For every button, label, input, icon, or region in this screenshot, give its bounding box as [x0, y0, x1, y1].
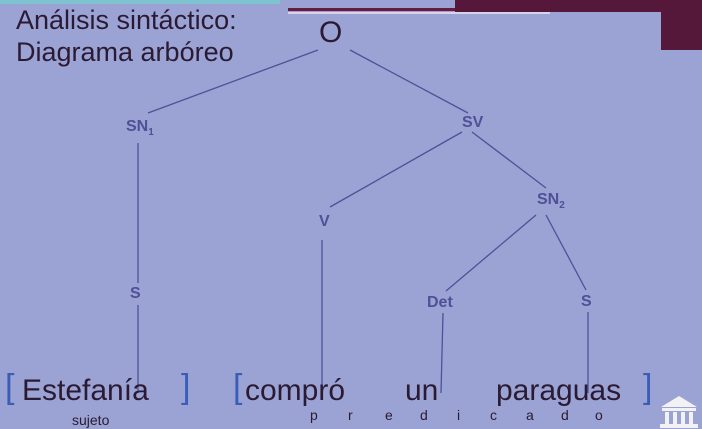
edge-sv-v	[329, 131, 463, 208]
tree-node-sn1-label: SN	[126, 118, 149, 135]
predicate-letter: d	[420, 407, 428, 423]
tree-node-sn1: SN1	[126, 118, 154, 138]
tree-node-sn2: SN2	[537, 191, 565, 211]
word-estefania: Estefanía	[22, 374, 149, 407]
subject-label: sujeto	[72, 412, 110, 428]
predicate-letter: c	[490, 407, 497, 423]
title-rule-dark	[288, 8, 550, 11]
subject-close-bracket: ]	[181, 368, 191, 406]
edge-sv-sn2	[471, 131, 547, 189]
predicate-letter: i	[457, 407, 461, 423]
predicate-letter: o	[595, 407, 603, 423]
university-building-icon	[660, 396, 698, 428]
tree-node-sn1-subscript: 1	[148, 127, 154, 139]
tree-node-sn2-subscript: 2	[559, 200, 565, 212]
predicate-open-bracket: [	[233, 368, 243, 406]
predicate-letter: r	[348, 407, 353, 423]
corner-accent-block	[661, 0, 702, 50]
tree-node-v: V	[319, 213, 330, 230]
tree-node-o: O	[319, 16, 343, 49]
slide-title: Análisis sintáctico: Diagrama arbóreo	[16, 5, 237, 67]
edge-o-sn1	[147, 49, 319, 114]
word-paraguas: paraguas	[496, 374, 622, 407]
predicate-close-bracket: ]	[643, 368, 653, 406]
edge-sn2-s	[545, 214, 587, 291]
tree-node-sn2-label: SN	[537, 191, 560, 208]
predicate-letter: p	[310, 407, 318, 423]
tree-node-s-right: S	[581, 293, 592, 310]
corner-accent-bar	[455, 0, 661, 12]
word-un: un	[405, 374, 439, 407]
predicate-letter: d	[561, 407, 569, 423]
predicate-letter: e	[385, 407, 393, 423]
edge-det-un	[440, 312, 444, 394]
tree-node-det: Det	[427, 294, 453, 311]
word-compro: compró	[245, 374, 346, 407]
top-accent-strip	[0, 0, 280, 4]
edge-o-sv	[349, 49, 469, 114]
title-rule-light	[288, 12, 550, 14]
subject-open-bracket: [	[5, 368, 15, 406]
predicate-letter: a	[526, 407, 534, 423]
tree-node-s-left: S	[130, 285, 141, 302]
tree-node-sv: SV	[462, 114, 484, 131]
edge-sn2-det	[445, 214, 537, 292]
